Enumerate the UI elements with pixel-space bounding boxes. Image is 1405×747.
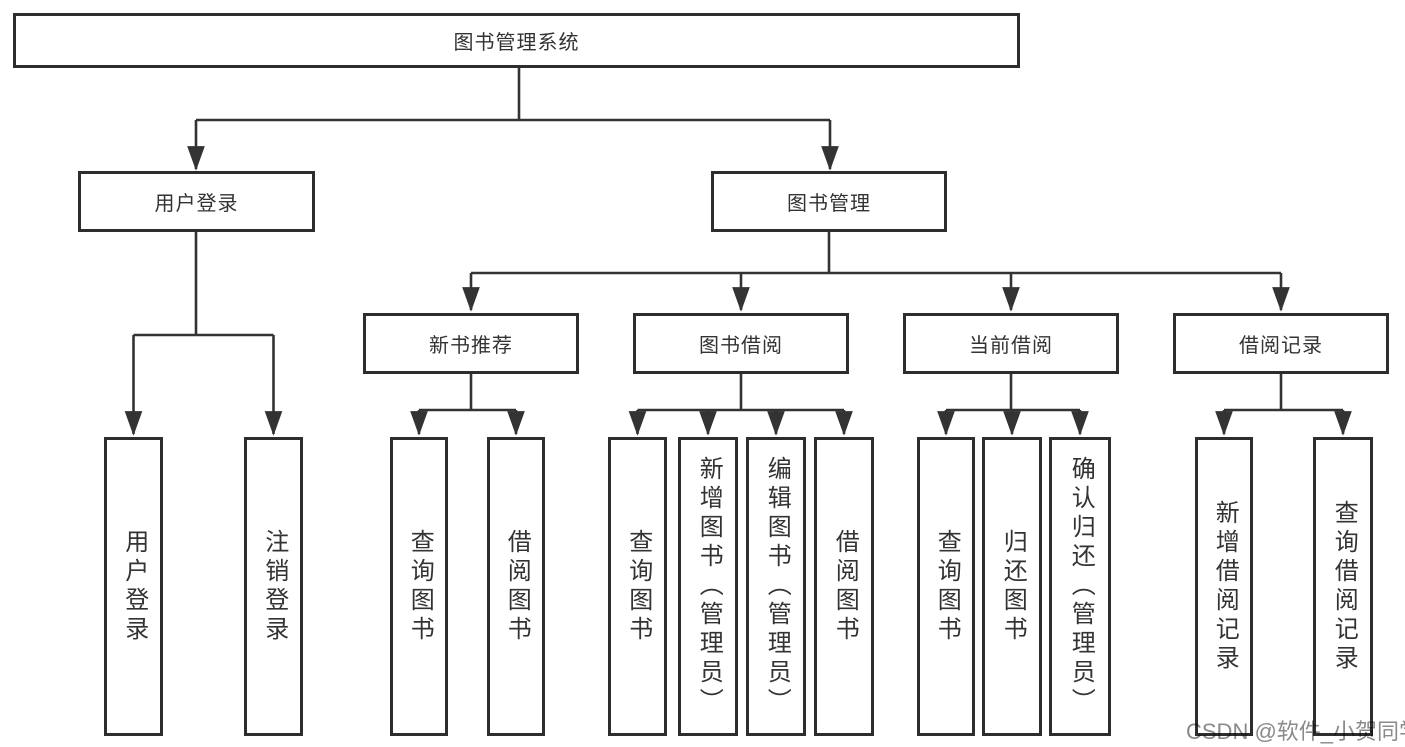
edge-book-borrow-branch <box>628 374 853 436</box>
edge-borrow-records-branch <box>1215 374 1352 436</box>
edge-current-borrow-branch <box>937 374 1089 436</box>
node-label: 查询图书 <box>624 528 652 645</box>
edge-book-management-branch <box>462 232 1290 312</box>
node-label: 注销登录 <box>260 528 288 645</box>
leaf-edit-books-admin: 编辑图书（管理员） <box>746 437 806 736</box>
node-label: 当前借阅 <box>969 335 1053 357</box>
node-label: 图书管理 <box>787 193 871 215</box>
node-label: 图书管理系统 <box>453 32 580 54</box>
node-label: 新增图书（管理员） <box>695 456 723 717</box>
leaf-confirm-return-admin: 确认归还（管理员） <box>1049 437 1111 736</box>
node-book-borrow: 图书借阅 <box>633 313 849 374</box>
node-label: 借阅记录 <box>1239 335 1323 357</box>
node-label: 查询图书 <box>933 528 961 645</box>
node-label: 新增借阅记录 <box>1211 499 1239 674</box>
node-borrow-records: 借阅记录 <box>1173 313 1389 374</box>
edge-new-book-recommend-branch <box>410 374 525 436</box>
node-label: 查询图书 <box>406 528 434 645</box>
leaf-query-borrow-record: 查询借阅记录 <box>1313 437 1373 736</box>
node-book-management: 图书管理 <box>711 171 947 232</box>
node-label: 归还图书 <box>999 528 1027 645</box>
node-label: 确认归还（管理员） <box>1067 456 1095 717</box>
node-new-book-recommend: 新书推荐 <box>363 313 579 374</box>
leaf-borrow-books: 借阅图书 <box>814 437 874 736</box>
node-current-borrow: 当前借阅 <box>903 313 1119 374</box>
node-label: 用户登录 <box>154 193 239 215</box>
leaf-query-books: 查询图书 <box>608 437 667 736</box>
edge-user-login-branch <box>124 232 283 436</box>
node-user-login: 用户登录 <box>78 171 315 232</box>
node-label: 用户登录 <box>120 528 148 645</box>
node-label: 查询借阅记录 <box>1330 499 1358 674</box>
csdn-watermark: CSDN @软件_小贺同学 <box>1186 719 1405 744</box>
node-label: 图书借阅 <box>699 335 783 357</box>
leaf-query-books: 查询图书 <box>390 437 448 736</box>
leaf-logout: 注销登录 <box>244 437 303 736</box>
node-label: 新书推荐 <box>429 335 513 357</box>
node-label: 借阅图书 <box>503 528 531 645</box>
leaf-add-borrow-record: 新增借阅记录 <box>1195 437 1253 736</box>
leaf-return-books: 归还图书 <box>982 437 1042 736</box>
leaf-add-books-admin: 新增图书（管理员） <box>678 437 738 736</box>
leaf-borrow-books: 借阅图书 <box>487 437 545 736</box>
leaf-user-login: 用户登录 <box>104 437 163 736</box>
node-library-management-system: 图书管理系统 <box>13 13 1020 68</box>
node-label: 编辑图书（管理员） <box>763 456 791 717</box>
edge-root-to-level2 <box>187 68 839 171</box>
leaf-query-books: 查询图书 <box>917 437 975 736</box>
node-label: 借阅图书 <box>831 528 859 645</box>
